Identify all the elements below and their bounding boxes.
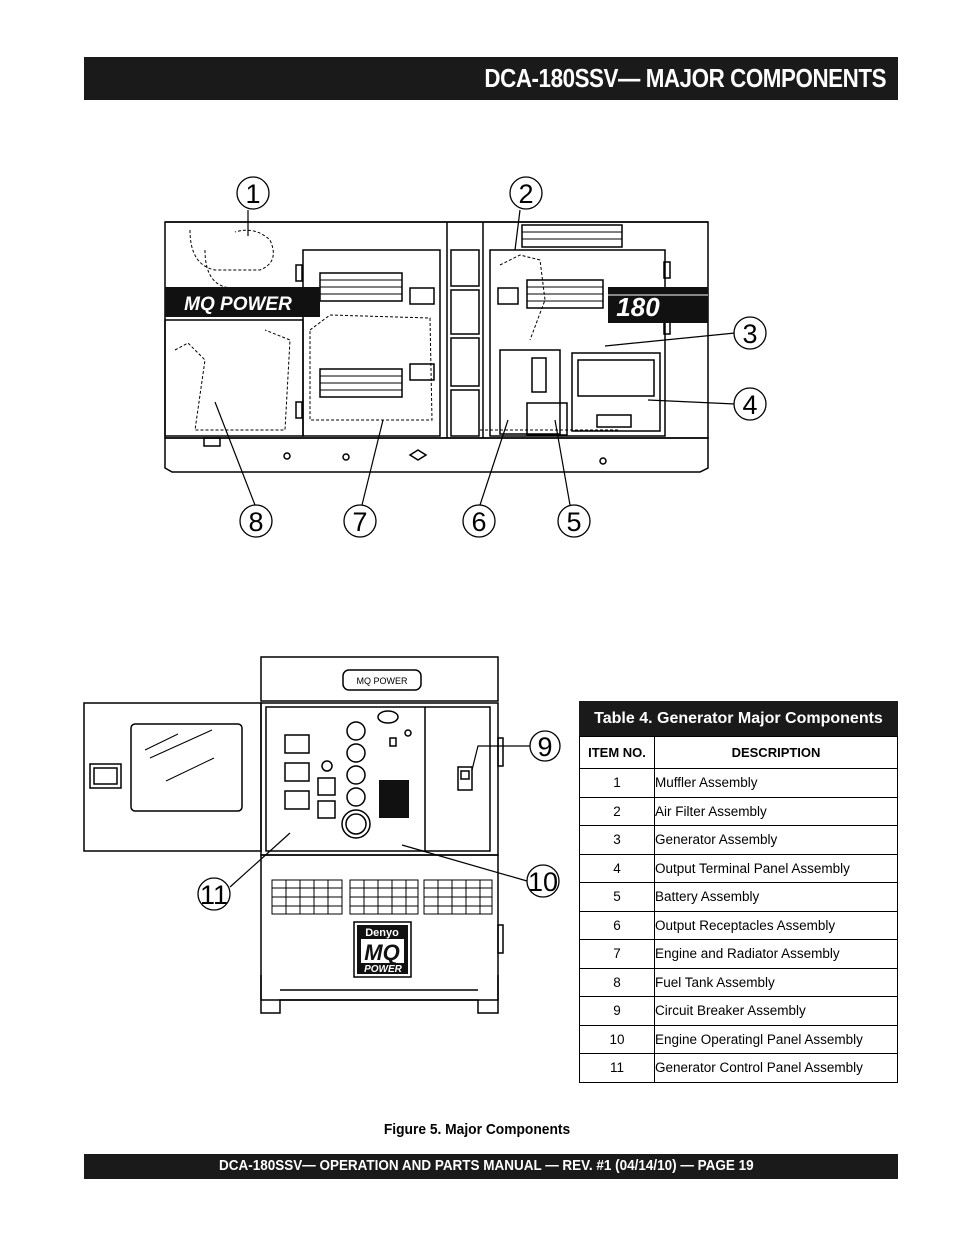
- description-cell: Generator Assembly: [654, 825, 898, 855]
- generator-side-view-diagram: MQ POWER 180 1 2 3 4 5 6 7 8: [164, 176, 767, 538]
- callout-6: 6: [471, 507, 486, 537]
- top-logo: MQ POWER: [357, 676, 408, 686]
- header-item-no: ITEM NO.: [579, 736, 655, 769]
- callout-11: 11: [200, 880, 228, 910]
- description-cell: Generator Control Panel Assembly: [654, 1053, 898, 1083]
- item-no-cell: 3: [579, 825, 655, 855]
- header-description: DESCRIPTION: [654, 736, 898, 769]
- callout-8: 8: [248, 507, 263, 537]
- battery: [526, 402, 568, 436]
- generator-front-view-diagram: MQ POWER Denyo MQ POWER 9 10 11: [83, 656, 561, 1014]
- description-cell: Circuit Breaker Assembly: [654, 996, 898, 1026]
- description-cell: Output Terminal Panel Assembly: [654, 853, 898, 883]
- description-cell: Muffler Assembly: [654, 768, 898, 798]
- item-no-cell: 2: [579, 796, 655, 826]
- table-header-row: ITEM NO. DESCRIPTION: [579, 736, 898, 769]
- header-bar: DCA-180SSV— MAJOR COMPONENTS: [84, 57, 898, 100]
- item-no-cell: 11: [579, 1053, 655, 1083]
- generator-door: [489, 249, 666, 437]
- page-title: DCA-180SSV— MAJOR COMPONENTS: [484, 63, 886, 93]
- engine-door: [302, 249, 441, 437]
- open-door: [83, 702, 262, 852]
- callout-9: 9: [537, 732, 552, 762]
- description-cell: Engine and Radiator Assembly: [654, 939, 898, 969]
- item-no-cell: 10: [579, 1024, 655, 1054]
- description-cell: Output Receptacles Assembly: [654, 910, 898, 940]
- callout-7: 7: [352, 507, 367, 537]
- brand-power: POWER: [364, 964, 403, 975]
- description-cell: Engine Operatingl Panel Assembly: [654, 1024, 898, 1054]
- item-no-cell: 8: [579, 967, 655, 997]
- model-badge: 180: [616, 292, 660, 322]
- callout-4: 4: [742, 390, 757, 420]
- footer-text: DCA-180SSV— OPERATION AND PARTS MANUAL —…: [219, 1158, 754, 1174]
- components-table-wrap: Table 4. Generator Major Components ITEM…: [579, 701, 898, 1083]
- callout-10: 10: [528, 867, 558, 897]
- item-no-cell: 1: [579, 768, 655, 798]
- receptacle-panel: [499, 349, 561, 435]
- description-cell: Fuel Tank Assembly: [654, 967, 898, 997]
- footer-bar: DCA-180SSV— OPERATION AND PARTS MANUAL —…: [84, 1154, 898, 1179]
- item-no-cell: 9: [579, 996, 655, 1026]
- item-no-cell: 7: [579, 939, 655, 969]
- item-no-cell: 5: [579, 882, 655, 912]
- item-no-cell: 6: [579, 910, 655, 940]
- terminal-panel: [571, 352, 661, 432]
- brand-logo: MQ POWER: [184, 294, 292, 315]
- item-no-cell: 4: [579, 853, 655, 883]
- brand-mq: MQ: [364, 940, 399, 965]
- callout-2: 2: [518, 179, 533, 209]
- housing-outline: [164, 221, 709, 439]
- table-caption: Table 4. Generator Major Components: [579, 701, 898, 736]
- figure-caption: Figure 5. Major Components: [383, 1121, 571, 1138]
- callout-1: 1: [245, 179, 260, 209]
- fuel-tank-panel: [164, 319, 304, 437]
- callout-5: 5: [566, 507, 581, 537]
- callout-3: 3: [742, 319, 757, 349]
- base-skid: [164, 437, 709, 473]
- description-cell: Battery Assembly: [654, 882, 898, 912]
- description-cell: Air Filter Assembly: [654, 796, 898, 826]
- brand-denyo: Denyo: [365, 927, 399, 939]
